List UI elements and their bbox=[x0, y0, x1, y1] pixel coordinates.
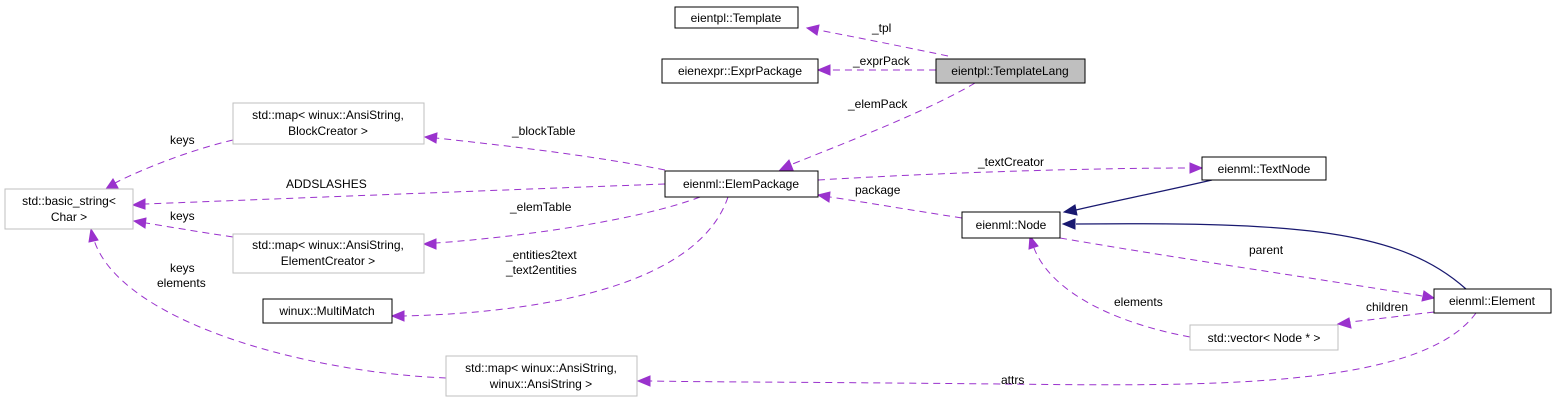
node-element-label: eienml::Element bbox=[1449, 294, 1536, 308]
edge-keys-block: keys bbox=[104, 133, 234, 190]
edge-label-elemtable: _elemTable bbox=[509, 200, 572, 214]
edge-addslashes: ADDSLASHES bbox=[131, 177, 666, 210]
node-map-ansistring-label-1: std::map< winux::AnsiString, bbox=[465, 361, 617, 375]
node-map-blockcreator-label-2: BlockCreator > bbox=[288, 124, 368, 138]
node-basic-string-label-1: std::basic_string< bbox=[22, 194, 116, 208]
edge-keys-ansi: keys elements bbox=[88, 227, 447, 379]
node-map-elementcreator[interactable]: std::map< winux::AnsiString, ElementCrea… bbox=[232, 233, 425, 274]
edge-children: children bbox=[1336, 300, 1435, 329]
node-textnode[interactable]: eienml::TextNode bbox=[1201, 156, 1327, 181]
node-basic-string-label-2: Char > bbox=[51, 210, 87, 224]
edge-inherit-textnode bbox=[1062, 179, 1213, 216]
node-element[interactable]: eienml::Element bbox=[1433, 288, 1552, 314]
edge-entities: _entities2text _text2entities bbox=[390, 196, 729, 322]
node-node[interactable]: eienml::Node bbox=[961, 211, 1061, 239]
node-templatelang-label: eientpl::TemplateLang bbox=[951, 64, 1068, 78]
node-templatelang[interactable]: eientpl::TemplateLang bbox=[935, 58, 1086, 84]
edge-label-children: children bbox=[1366, 300, 1408, 314]
node-map-blockcreator[interactable]: std::map< winux::AnsiString, BlockCreato… bbox=[232, 102, 425, 145]
node-exprpackage[interactable]: eienexpr::ExprPackage bbox=[661, 58, 819, 84]
node-basic-string[interactable]: std::basic_string< Char > bbox=[4, 188, 134, 230]
node-vector-node-label: std::vector< Node * > bbox=[1208, 331, 1321, 345]
node-multimatch[interactable]: winux::MultiMatch bbox=[262, 298, 393, 324]
node-elempackage-label: eienml::ElemPackage bbox=[683, 177, 799, 191]
node-vector-node[interactable]: std::vector< Node * > bbox=[1189, 324, 1339, 351]
edge-package: package bbox=[816, 183, 963, 219]
edge-label-exprpack: _exprPack bbox=[852, 54, 911, 68]
edge-label-text2entities: _text2entities bbox=[505, 263, 577, 277]
node-exprpackage-label: eienexpr::ExprPackage bbox=[678, 64, 802, 78]
node-map-elementcreator-label-1: std::map< winux::AnsiString, bbox=[252, 238, 404, 252]
node-template-label: eientpl::Template bbox=[691, 11, 782, 25]
edge-label-keys-block: keys bbox=[170, 133, 195, 147]
node-textnode-label: eienml::TextNode bbox=[1218, 162, 1311, 176]
node-map-ansistring-label-2: winux::AnsiString > bbox=[489, 377, 592, 391]
edge-textcreator: _textCreator bbox=[817, 155, 1204, 181]
edge-label-tpl: _tpl bbox=[871, 21, 891, 35]
node-elempackage[interactable]: eienml::ElemPackage bbox=[664, 170, 819, 198]
node-template[interactable]: eientpl::Template bbox=[674, 6, 799, 29]
node-map-elementcreator-label-2: ElementCreator > bbox=[281, 254, 375, 268]
edge-keys-elem: keys bbox=[132, 209, 234, 238]
edge-label-textcreator: _textCreator bbox=[977, 155, 1044, 169]
edge-label-keys-ansi: keys bbox=[170, 261, 195, 275]
edge-label-addslashes: ADDSLASHES bbox=[286, 177, 367, 191]
edge-label-blocktable: _blockTable bbox=[511, 124, 576, 138]
edge-label-elements-ansi: elements bbox=[157, 276, 206, 290]
edge-attrs: attrs bbox=[636, 312, 1477, 387]
edge-label-attrs: attrs bbox=[1001, 373, 1024, 387]
edge-label-parent: parent bbox=[1249, 243, 1284, 257]
node-node-label: eienml::Node bbox=[976, 218, 1047, 232]
edge-blocktable: _blockTable bbox=[423, 124, 666, 171]
edge-label-keys-elem: keys bbox=[170, 209, 195, 223]
edge-inherit-element bbox=[1061, 218, 1467, 290]
edge-label-elements-vec: elements bbox=[1114, 295, 1163, 309]
edge-exprpack: _exprPack bbox=[816, 54, 936, 76]
edge-elempack: _elemPack bbox=[778, 82, 976, 171]
node-map-ansistring[interactable]: std::map< winux::AnsiString, winux::Ansi… bbox=[445, 355, 638, 397]
node-multimatch-label: winux::MultiMatch bbox=[278, 304, 374, 318]
edge-elements-vec: elements bbox=[1028, 234, 1191, 338]
edge-parent: parent bbox=[1059, 237, 1436, 302]
node-map-blockcreator-label-1: std::map< winux::AnsiString, bbox=[252, 108, 404, 122]
edge-tpl: _tpl bbox=[805, 21, 949, 57]
edge-label-entities2text: _entities2text bbox=[505, 248, 577, 262]
edge-label-elempack: _elemPack bbox=[847, 97, 908, 111]
edge-label-package: package bbox=[855, 183, 901, 197]
edge-elemtable: _elemTable bbox=[422, 196, 701, 250]
